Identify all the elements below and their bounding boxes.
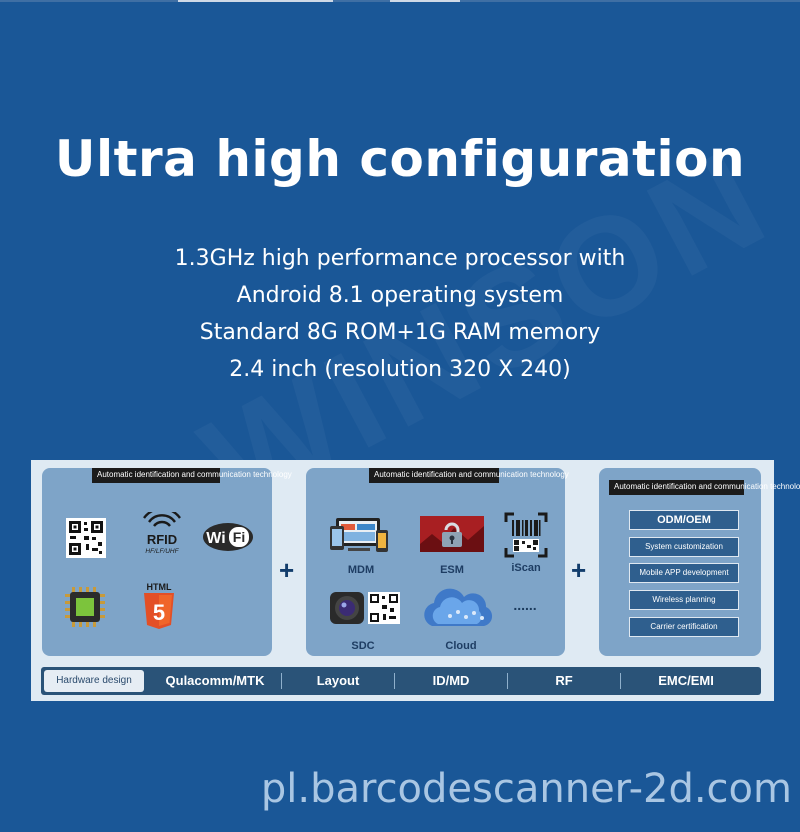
rfid-icon: RFID HF/LF/UHF [143, 512, 181, 555]
devices-icon [330, 518, 388, 552]
bar-item-layout: Layout [316, 673, 360, 688]
rfid-sub-label: HF/LF/UHF [145, 548, 179, 555]
html5-label: HTML [147, 582, 172, 592]
wifi-fi: Fi [233, 529, 245, 545]
panel-tag: Automatic identification and communicati… [369, 468, 569, 483]
html5-number: 5 [153, 600, 165, 625]
lock-icon [420, 516, 484, 552]
footer-website-link[interactable]: pl.barcodescanner-2d.com [260, 766, 792, 812]
infographic: Automatic identification and communicati… [31, 460, 800, 701]
camera-icon [330, 592, 400, 624]
spec-line: 1.3GHz high performance processor with [174, 246, 626, 271]
panel-software-services: Automatic identification and communicati… [306, 468, 569, 656]
plus-sign: + [571, 555, 587, 585]
panel-hardware-tech: Automatic identification and communicati… [42, 468, 292, 656]
item-label-cloud: Cloud [445, 640, 477, 652]
barcode-scan-icon [504, 512, 548, 558]
cloud-icon [424, 588, 493, 626]
bar-item-chipset: Qulacomm/MTK [165, 673, 265, 688]
bar-divider [394, 673, 395, 689]
bar-item-emc-emi: EMC/EMI [658, 673, 714, 688]
html5-icon: HTML 5 [144, 582, 174, 629]
chip-icon [65, 587, 105, 627]
spec-line: Android 8.1 operating system [236, 283, 564, 308]
qr-code-icon [66, 518, 106, 558]
panel-tag: Automatic identification and communicati… [609, 480, 800, 495]
bar-item-id-md: ID/MD [432, 673, 470, 688]
service-mobile-app: Mobile APP development [629, 563, 739, 583]
plus-sign: + [279, 555, 295, 585]
top-divider [0, 0, 800, 2]
rfid-label: RFID [147, 532, 177, 547]
service-odm-oem: ODM/OEM [629, 510, 739, 530]
panel-custom-services: Automatic identification and communicati… [599, 468, 800, 656]
service-system-customization: System customization [629, 537, 739, 557]
item-label-iscan: iScan [511, 562, 541, 574]
bar-divider [281, 673, 282, 689]
wifi-wi: Wi [206, 530, 225, 547]
item-label-esm: ESM [440, 564, 464, 576]
spec-line: 2.4 inch (resolution 320 X 240) [229, 357, 571, 382]
panel-tag: Automatic identification and communicati… [92, 468, 292, 483]
bar-divider [620, 673, 621, 689]
capability-bar: Hardware design Qulacomm/MTK Layout ID/M… [41, 667, 761, 695]
wifi-icon: Wi Fi [203, 523, 253, 551]
spec-line: Standard 8G ROM+1G RAM memory [199, 320, 601, 345]
bar-item-rf: RF [555, 673, 573, 688]
service-wireless-planning: Wireless planning [629, 590, 739, 610]
page-title: Ultra high configuration [54, 130, 746, 188]
item-label-mdm: MDM [347, 564, 375, 576]
item-label-sdc: SDC [351, 640, 375, 652]
item-label-more: ...... [513, 597, 537, 613]
bar-divider [507, 673, 508, 689]
bar-item-hardware-design: Hardware design [44, 670, 144, 692]
service-carrier-certification: Carrier certification [629, 617, 739, 637]
spec-list: 1.3GHz high performance processor with A… [0, 240, 800, 388]
